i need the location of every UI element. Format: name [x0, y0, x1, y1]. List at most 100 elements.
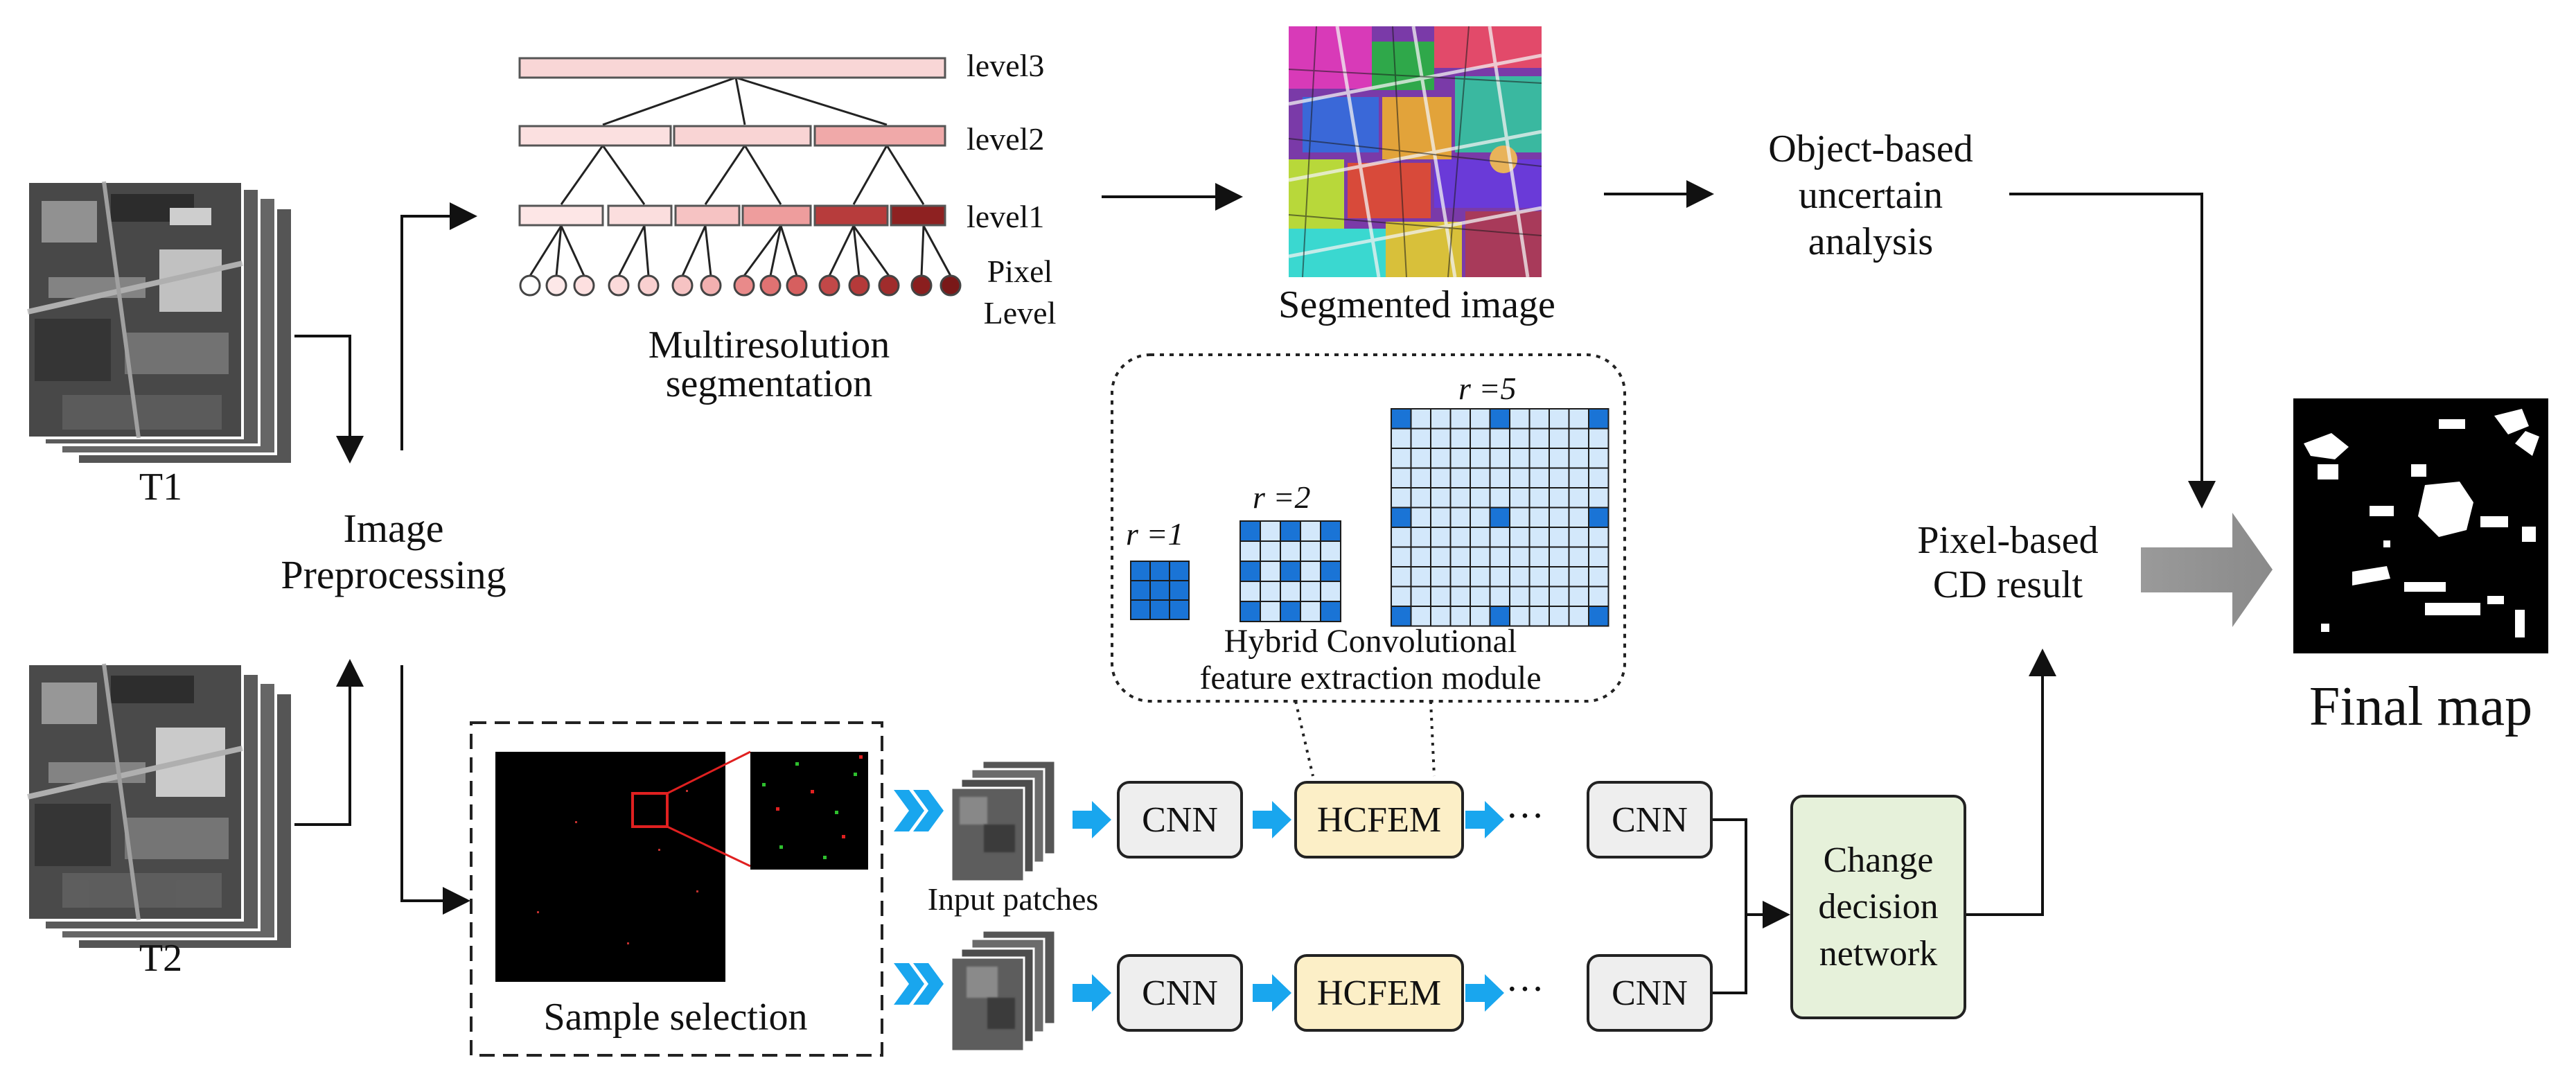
- object-analysis-line3: analysis: [1808, 220, 1934, 264]
- grid-cell: [1320, 561, 1341, 582]
- grid-cell: [1509, 467, 1530, 488]
- hcfem-box-top: HCFEM: [1294, 781, 1464, 859]
- grid-cell: [1449, 467, 1471, 488]
- object-analysis-line2: uncertain: [1798, 174, 1943, 218]
- grid-cell: [1588, 566, 1609, 588]
- grid-cell: [1300, 540, 1321, 562]
- grid-cell: [1430, 448, 1452, 469]
- object-analysis-line1: Object-based: [1768, 127, 1973, 170]
- grid-cell: [1320, 601, 1341, 622]
- grid-cell: [1528, 566, 1550, 588]
- level3-bar: [518, 57, 946, 79]
- grid-cell: [1391, 428, 1412, 449]
- grid-cell: [1509, 527, 1530, 548]
- level1-label: level1: [967, 199, 1045, 234]
- grid-cell: [1549, 467, 1570, 488]
- grid-cell: [1588, 428, 1609, 449]
- segmentation-caption-line2: segmentation: [665, 362, 873, 405]
- preprocessing-line1: Image: [343, 506, 444, 551]
- grid-cell: [1410, 408, 1431, 430]
- grid-cell: [1430, 585, 1452, 607]
- grid-cell: [1568, 507, 1589, 528]
- grid-cell: [1470, 487, 1491, 509]
- grid-cell: [1528, 448, 1550, 469]
- grid-cell: [1549, 487, 1570, 509]
- level2-label: level2: [967, 121, 1045, 157]
- grid-cell: [1410, 546, 1431, 567]
- grid-cell: [1430, 507, 1452, 528]
- grid-cell: [1240, 561, 1261, 582]
- grid-cell: [1549, 527, 1570, 548]
- grid-cell: [1549, 606, 1570, 627]
- grid-cell: [1489, 585, 1510, 607]
- object-analysis-label: Object-based uncertain analysis: [1768, 126, 1973, 266]
- grid-cell: [1549, 546, 1570, 567]
- segmented-image: [1288, 26, 1542, 278]
- grid-cell: [1410, 487, 1431, 509]
- grid-cell: [1449, 606, 1471, 627]
- cnn-box-top-1: CNN: [1117, 781, 1243, 859]
- grid-cell: [1430, 566, 1452, 588]
- grid-cell: [1320, 581, 1341, 602]
- grid-cell: [1300, 581, 1321, 602]
- input-patches-bottom: [950, 929, 1057, 1053]
- segmentation-tree: [518, 57, 962, 297]
- cyan-block-arrows: [1073, 801, 1504, 1012]
- grid-cell: [1489, 527, 1510, 548]
- grid-cell: [1391, 487, 1412, 509]
- grid-cell: [1568, 546, 1589, 567]
- grid-cell: [1449, 527, 1471, 548]
- grid-cell: [1169, 561, 1190, 581]
- grid-cell: [1391, 408, 1412, 430]
- grid-cell: [1509, 585, 1530, 607]
- grid-cell: [1391, 585, 1412, 607]
- grid-cell: [1528, 487, 1550, 509]
- hcfem-caption-line1: Hybrid Convolutional: [1224, 623, 1517, 660]
- cdn-line3: network: [1819, 933, 1938, 974]
- grid-cell: [1528, 408, 1550, 430]
- grid-cell: [1528, 606, 1550, 627]
- grid-cell: [1528, 467, 1550, 488]
- grid-cell: [1391, 527, 1412, 548]
- grid-cell: [1528, 585, 1550, 607]
- input-patches-top: [950, 759, 1057, 883]
- grid-cell: [1588, 467, 1609, 488]
- grid-cell: [1528, 507, 1550, 528]
- grid-cell: [1549, 448, 1570, 469]
- grid-cell: [1410, 448, 1431, 469]
- grid-cell: [1410, 566, 1431, 588]
- grid-cell: [1489, 428, 1510, 449]
- grid-cell: [1528, 428, 1550, 449]
- cnn-box-top-2: CNN: [1587, 781, 1713, 859]
- hcfem-module: [1111, 353, 1626, 777]
- grid-cell: [1588, 408, 1609, 430]
- grid-cell: [1470, 507, 1491, 528]
- grid-cell: [1260, 520, 1281, 542]
- t2-image-stack: [26, 662, 294, 951]
- grid-cell: [1489, 566, 1510, 588]
- grid-cell: [1470, 585, 1491, 607]
- grid-cell: [1588, 448, 1609, 469]
- dilation-grid-r2: [1240, 520, 1341, 622]
- t1-label: T1: [139, 466, 183, 509]
- grid-cell: [1470, 566, 1491, 588]
- grid-cell: [1509, 546, 1530, 567]
- hcfem-caption-line2: feature extraction module: [1199, 659, 1542, 696]
- cnn-box-bottom-1: CNN: [1117, 954, 1243, 1032]
- change-decision-network-box: Change decision network: [1790, 795, 1966, 1019]
- grid-cell: [1568, 428, 1589, 449]
- grid-cell: [1240, 520, 1261, 542]
- network-arrows: [1713, 649, 2056, 994]
- grid-cell: [1410, 585, 1431, 607]
- grid-cell: [1280, 540, 1301, 562]
- result-arrow: [2141, 513, 2273, 627]
- grid-cell: [1320, 520, 1341, 542]
- grid-cell: [1568, 448, 1589, 469]
- hcfem-caption: Hybrid Convolutional feature extraction …: [1199, 623, 1542, 697]
- grid-cell: [1509, 566, 1530, 588]
- chevron-arrows: [894, 790, 944, 1005]
- grid-cell: [1568, 527, 1589, 548]
- grid-cell: [1280, 601, 1301, 622]
- grid-cell: [1568, 487, 1589, 509]
- grid-cell: [1410, 527, 1431, 548]
